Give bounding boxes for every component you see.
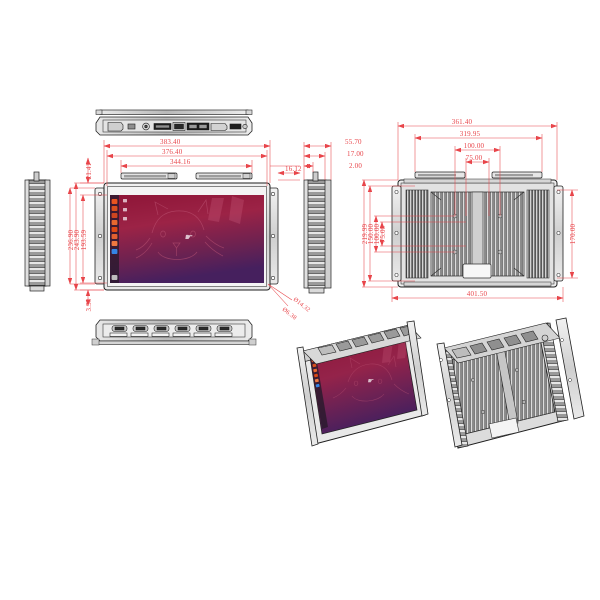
right-side-view xyxy=(303,171,332,294)
dim-rear-height-inner: 75.00 xyxy=(379,225,387,242)
dim-height-inner: 193.59 xyxy=(80,229,88,250)
bottom-connectors xyxy=(109,325,233,337)
dim-depth-front: 2.00 xyxy=(349,162,362,170)
dim-rear-width-mid: 319.95 xyxy=(460,130,481,138)
dim-rear-width-mount: 100.00 xyxy=(464,142,485,150)
io-connectors xyxy=(107,122,248,132)
svg-text:☛: ☛ xyxy=(367,377,374,385)
side-view-dimension-labels: 55.70 17.00 2.00 xyxy=(345,138,364,170)
left-side-view xyxy=(24,171,51,292)
iso-front-view: ☛ xyxy=(296,320,429,447)
side-view-dimensions xyxy=(303,142,332,180)
rear-view-dimensions xyxy=(361,122,578,302)
ubuntu-cat-line-art xyxy=(135,199,225,260)
svg-text:☛: ☛ xyxy=(184,232,193,242)
dim-height-outer: 243.90 xyxy=(73,229,81,250)
iso-front-io-ports xyxy=(302,324,422,365)
dim-rear-width-outer: 361.40 xyxy=(452,118,473,126)
dim-rear-height-right: 170.00 xyxy=(569,223,577,244)
display-screen: ☛ xyxy=(110,195,264,283)
top-mount-brackets xyxy=(120,172,253,180)
dim-width-outer: 383.40 xyxy=(160,138,181,146)
rear-top-brackets xyxy=(414,171,543,179)
iso-rear-view xyxy=(436,317,585,449)
dim-height-top: 21.41 xyxy=(85,162,93,179)
iso-rear-io-ports xyxy=(443,322,561,364)
dim-height-bottom: 3.50 xyxy=(85,298,93,311)
dock-icons xyxy=(111,199,118,280)
rear-view-dimension-labels: 361.40 319.95 100.00 75.00 219.99 150.00… xyxy=(361,118,577,298)
bottom-view xyxy=(91,319,257,346)
top-view xyxy=(95,109,253,136)
dim-rear-width-inner: 75.00 xyxy=(466,154,483,162)
dim-rear-height-mid: 150.00 xyxy=(367,223,375,244)
dim-rear-width-total: 401.50 xyxy=(467,290,488,298)
desktop-icons xyxy=(123,199,127,221)
front-view: ☛ xyxy=(94,172,279,291)
dim-edge-offset: 16.12 xyxy=(285,165,302,173)
dim-width-mid: 376.40 xyxy=(162,148,183,156)
front-view-dimensions xyxy=(67,140,301,307)
rear-view xyxy=(391,171,564,288)
dim-width-inner: 344.16 xyxy=(170,158,191,166)
dim-height-mid: 236.90 xyxy=(67,229,75,250)
dim-rear-height-mount: 100.00 xyxy=(373,223,381,244)
dim-rear-height-outer: 219.99 xyxy=(361,223,369,244)
dim-depth-mid: 17.00 xyxy=(347,150,364,158)
dim-depth-outer: 55.70 xyxy=(345,138,362,146)
